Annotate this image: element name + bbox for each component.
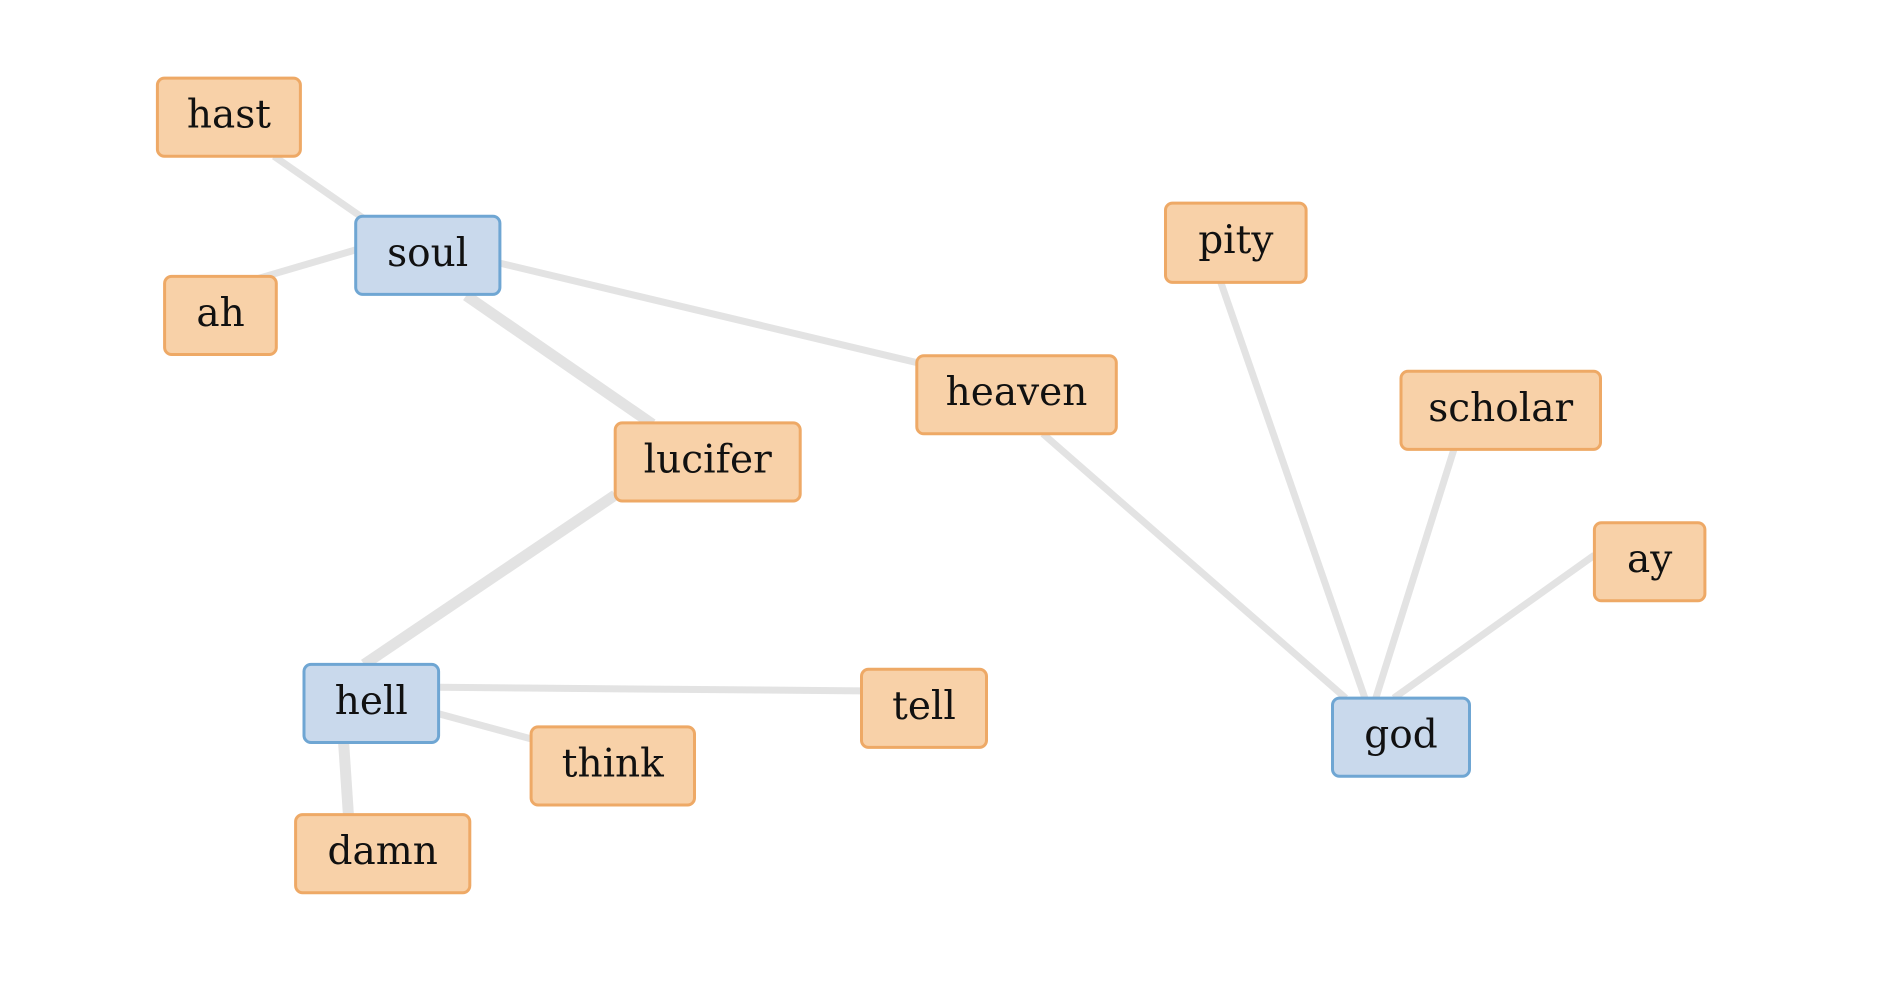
node-box-think [529,725,696,807]
edge-hell-think [437,710,533,743]
node-box-pity [1164,201,1308,284]
edge-lucifer-hell [361,490,619,669]
node-box-god [1331,696,1471,778]
node-label-hell: hell [335,679,408,724]
node-hast: hast [155,76,302,158]
node-label-lucifer: lucifer [644,438,772,483]
node-label-think: think [562,742,664,787]
edge-soul-lucifer [463,291,656,429]
node-soul: soul [354,214,502,296]
node-label-god: god [1364,713,1437,758]
node-box-scholar [1399,369,1602,451]
node-god: god [1331,696,1471,778]
node-label-ah: ah [196,291,244,336]
node-hell: hell [302,662,441,745]
node-damn: damn [294,813,472,895]
node-box-ah [163,274,278,356]
edge-scholar-god [1372,448,1458,700]
node-label-scholar: scholar [1428,386,1573,431]
node-label-heaven: heaven [946,370,1088,415]
node-box-heaven [915,354,1118,436]
edge-soul-heaven [498,259,919,367]
edge-soul-hast [272,153,367,222]
edge-heaven-god [1040,431,1349,701]
node-label-tell: tell [892,684,956,729]
node-think: think [529,725,696,807]
node-box-soul [354,214,502,296]
node-box-damn [294,813,472,895]
edges-layer [256,153,1597,815]
node-label-hast: hast [187,93,271,138]
edge-ay-god [1391,552,1597,701]
edge-soul-ah [256,246,357,283]
node-heaven: heaven [915,354,1118,436]
node-label-damn: damn [328,829,438,874]
node-lucifer: lucifer [613,421,802,503]
node-ay: ay [1592,521,1707,603]
node-box-ay [1592,521,1707,603]
node-label-ay: ay [1627,537,1672,582]
edge-hell-tell [438,683,862,695]
node-box-lucifer [613,421,802,503]
nodes-layer: hast soul ah pity heaven scholar lucifer ay hell… [155,76,1707,895]
node-box-hell [302,662,441,745]
edge-pity-god [1217,281,1369,700]
node-ah: ah [163,274,278,356]
node-box-tell [860,667,988,749]
node-label-pity: pity [1198,218,1273,263]
node-label-soul: soul [387,231,468,276]
node-pity: pity [1164,201,1308,284]
edge-hell-damn [338,742,354,815]
node-scholar: scholar [1399,369,1602,451]
node-tell: tell [860,667,988,749]
node-box-hast [155,76,302,158]
